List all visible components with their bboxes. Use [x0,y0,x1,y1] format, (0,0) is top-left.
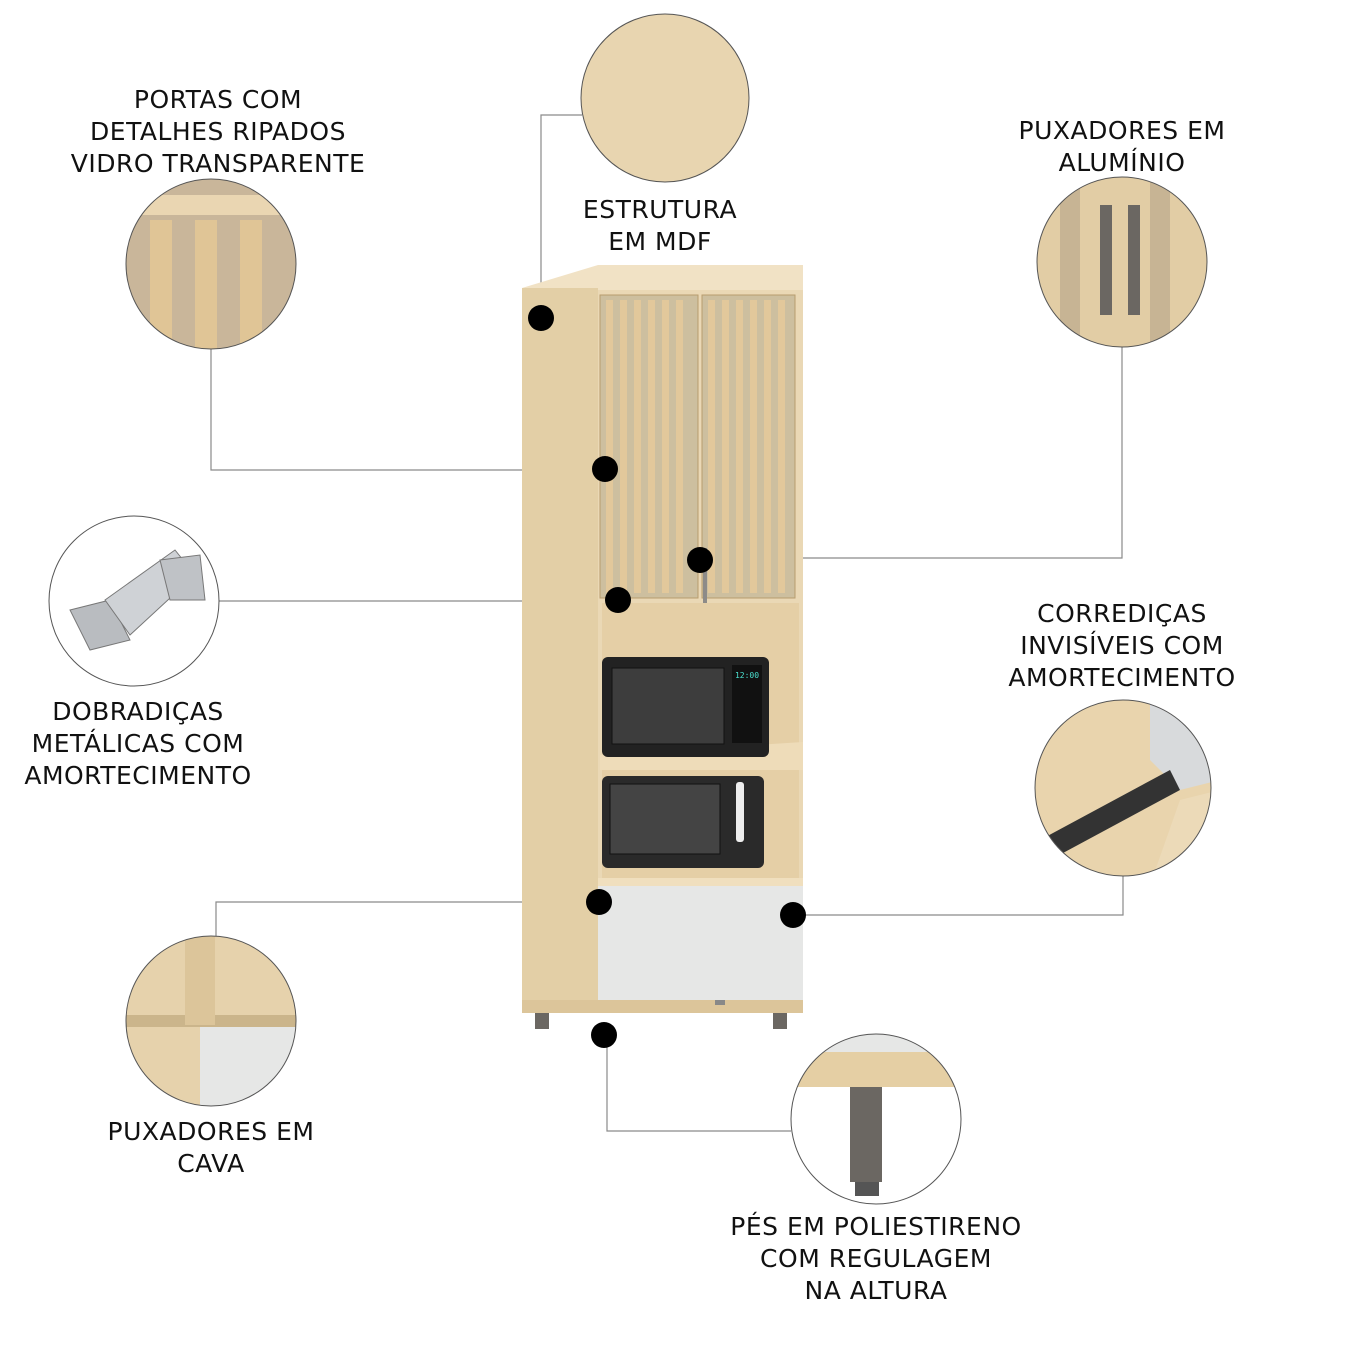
label-corredicas: CORREDIÇAS INVISÍVEIS COM AMORTECIMENTO [1008,598,1235,694]
label-line: EM MDF [608,227,712,256]
label-line: CAVA [177,1149,245,1178]
label-line: PUXADORES EM [1018,116,1226,145]
label-line: DOBRADIÇAS [52,697,224,726]
detail-portas-ripadas [126,179,296,349]
detail-puxador-aluminio [1037,177,1207,347]
label-dobradicas: DOBRADIÇAS METÁLICAS COM AMORTECIMENTO [24,696,251,792]
label-line: ESTRUTURA [582,195,738,224]
detail-pes [791,1034,961,1204]
detail-puxador-cava [126,936,296,1106]
label-line: AMORTECIMENTO [24,761,252,790]
connector-lines [210,114,1124,1132]
label-line: CORREDIÇAS [1037,599,1207,628]
label-line: VIDRO TRANSPARENTE [70,149,366,178]
label-line: COM REGULAGEM [760,1244,992,1273]
label-portas: PORTAS COM DETALHES RIPADOS VIDRO TRANSP… [71,84,366,180]
label-line: PÉS EM POLIESTIRENO [730,1212,1022,1241]
label-puxadores-aluminio: PUXADORES EM ALUMÍNIO [1019,115,1226,179]
label-line: ALUMÍNIO [1058,148,1186,177]
label-line: PUXADORES EM [107,1117,315,1146]
detail-corredica [1035,700,1211,876]
label-line: DETALHES RIPADOS [90,117,346,146]
label-estrutura: ESTRUTURA EM MDF [583,194,737,258]
detail-dobradica [49,516,219,686]
label-line: AMORTECIMENTO [1008,663,1236,692]
cabinet: 12:00 [522,265,803,1029]
label-puxadores-cava: PUXADORES EM CAVA [108,1116,315,1180]
label-line: INVISÍVEIS COM [1020,631,1224,660]
label-line: PORTAS COM [133,85,303,114]
detail-estrutura-mdf [581,14,749,182]
microwave-display: 12:00 [735,671,759,680]
label-line: NA ALTURA [804,1276,948,1305]
callout-dots [528,305,806,1048]
label-line: METÁLICAS COM [31,729,245,758]
label-pes: PÉS EM POLIESTIRENO COM REGULAGEM NA ALT… [730,1211,1021,1307]
